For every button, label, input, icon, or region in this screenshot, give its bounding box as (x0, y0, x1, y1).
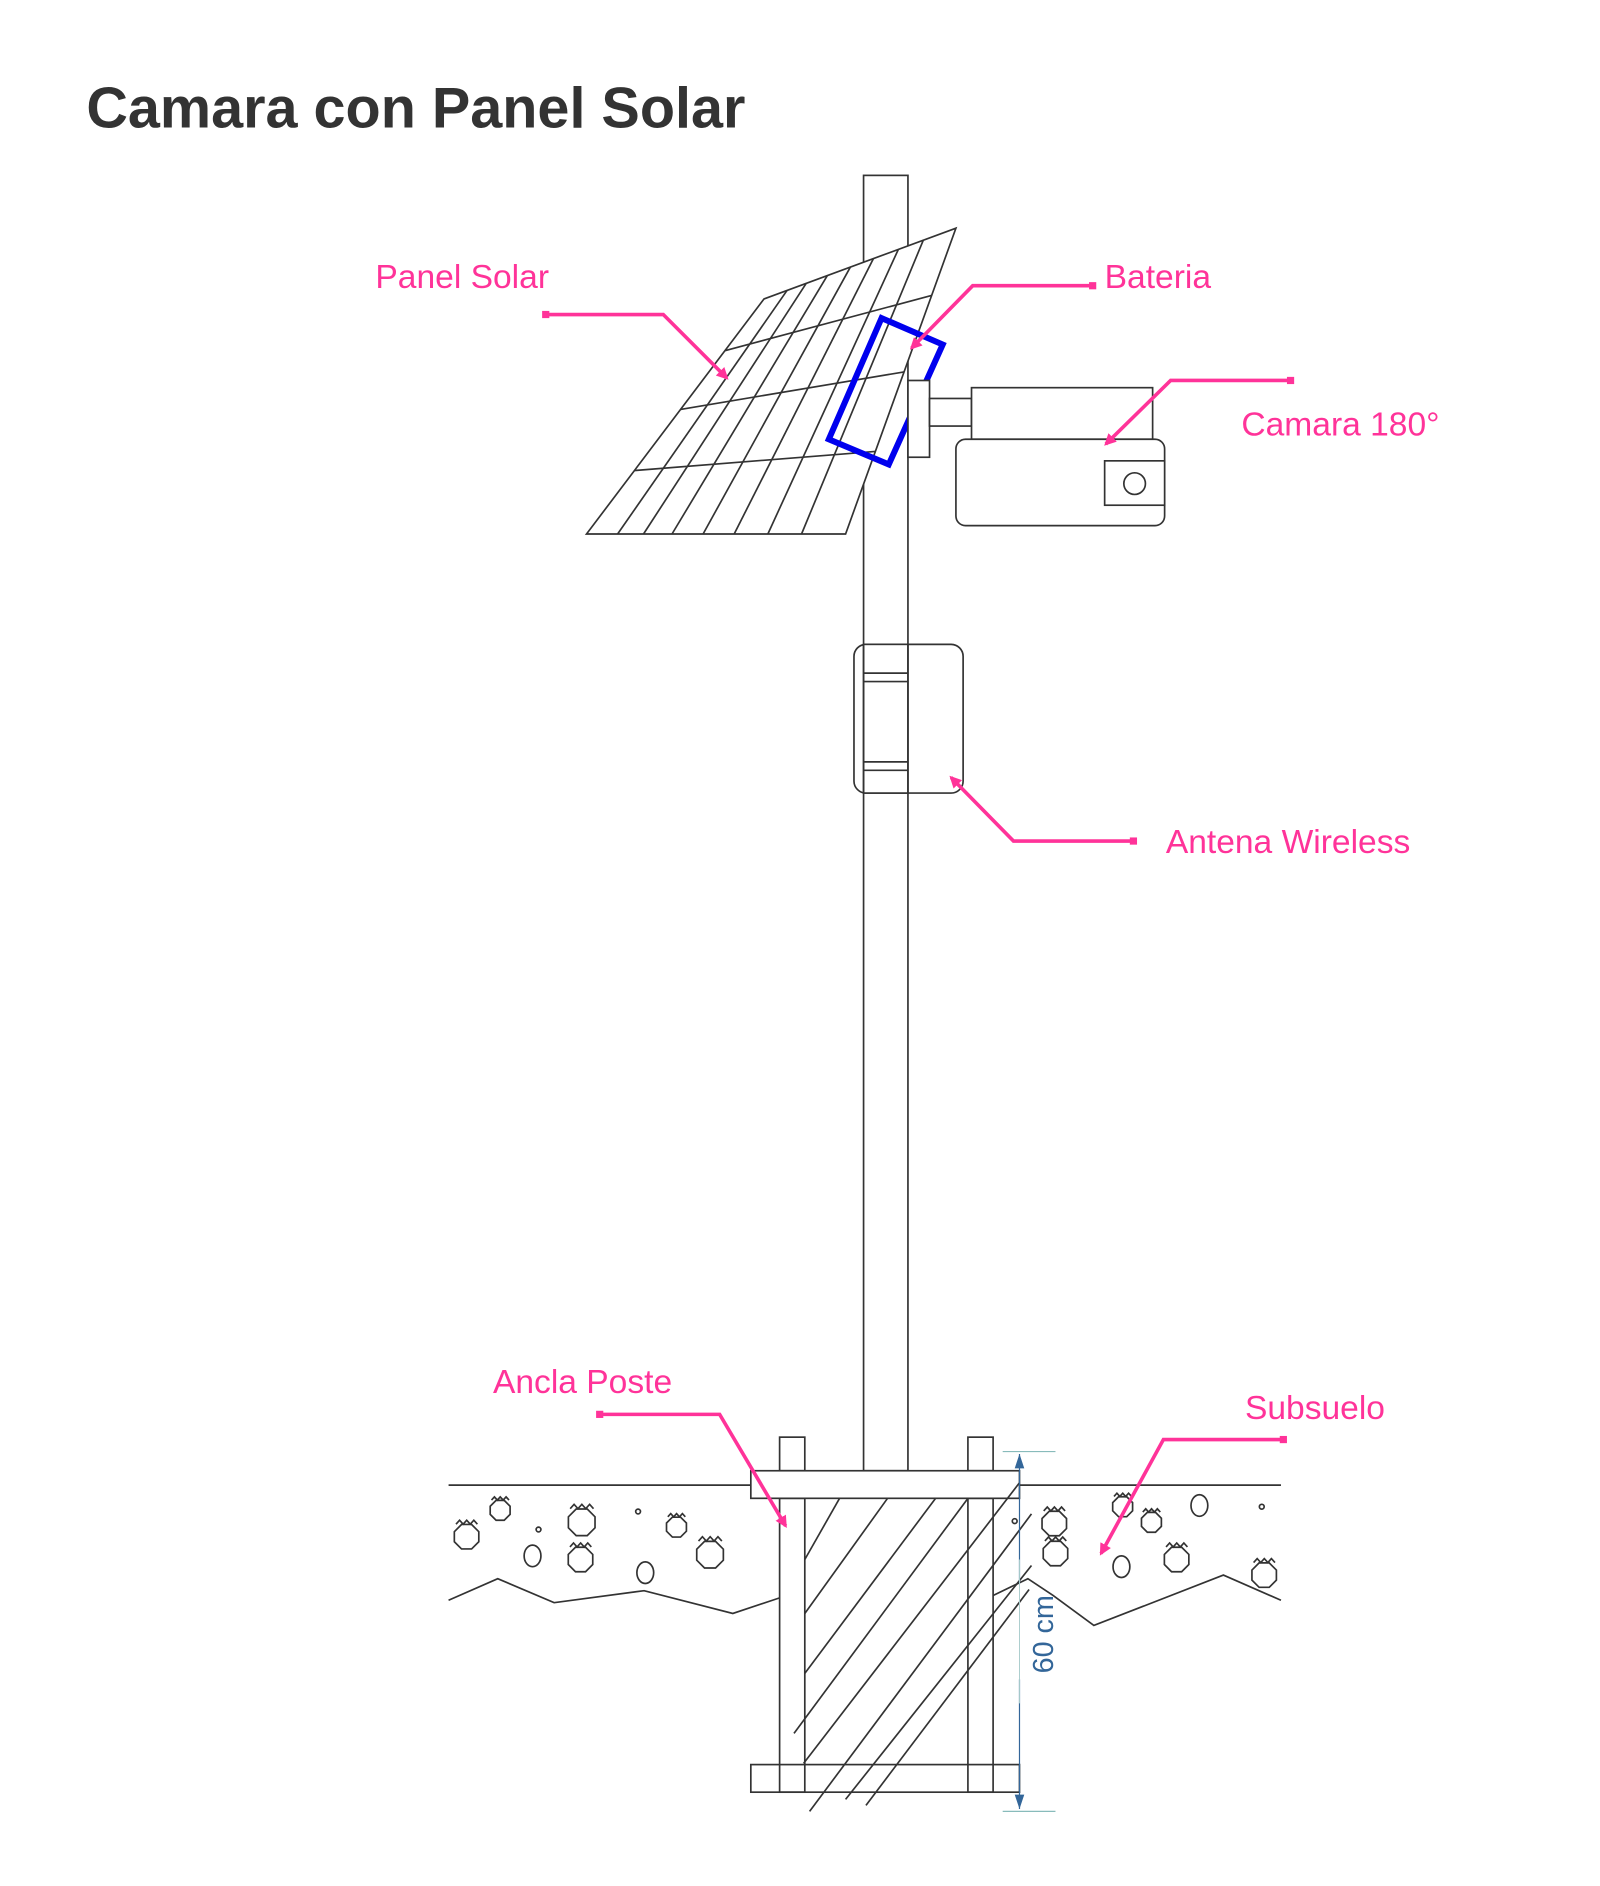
stone (1163, 1546, 1190, 1573)
pebble (636, 1561, 655, 1585)
label-subsuelo: Subsuelo (1245, 1390, 1385, 1427)
label-antena: Antena Wireless (1166, 824, 1410, 861)
ground (448, 1484, 1282, 1627)
panel-cell-line (671, 275, 829, 535)
page-title: Camara con Panel Solar (86, 76, 745, 140)
pebble (1112, 1555, 1131, 1579)
concrete-hatch (804, 1497, 937, 1674)
depth-label: 60 cm (1028, 1595, 1060, 1673)
stone (1140, 1511, 1163, 1534)
panel-cell-line (642, 282, 807, 535)
callout-ancla: Ancla Poste (493, 1364, 788, 1528)
panel-cell-line (767, 249, 900, 535)
stone (1042, 1540, 1069, 1567)
panel-cell-line (724, 294, 932, 352)
pebble (1190, 1493, 1209, 1518)
panel-cell-line (616, 289, 788, 535)
concrete-hatch (804, 1497, 889, 1614)
concrete-hatch (804, 1497, 841, 1560)
callout-antena: Antena Wireless (949, 775, 1410, 861)
camera-lens-housing (1103, 460, 1166, 507)
panel-cell-line (733, 258, 875, 535)
stone (567, 1546, 594, 1573)
label-camara: Camara 180° (1241, 407, 1439, 444)
concrete-hatch (844, 1564, 1033, 1800)
stone (489, 1499, 511, 1522)
panel-cell-line (800, 239, 925, 535)
pebble (634, 1508, 642, 1515)
callout-panel-solar: Panel Solar (375, 259, 729, 380)
concrete-hatch (793, 1497, 969, 1734)
pebble (535, 1526, 542, 1533)
stone (1041, 1510, 1068, 1537)
stone (1251, 1562, 1278, 1589)
concrete-hatch (865, 1588, 1030, 1806)
stone (453, 1523, 480, 1550)
label-ancla: Ancla Poste (493, 1364, 672, 1401)
stone (567, 1508, 596, 1537)
callout-subsuelo: Subsuelo (1099, 1390, 1385, 1556)
panel-cell-line (702, 266, 852, 535)
label-panel-solar: Panel Solar (375, 259, 549, 296)
stone (695, 1540, 725, 1569)
stone (665, 1516, 688, 1538)
post-anchor (749, 1436, 1033, 1812)
depth-dimension: 60 cm (1002, 1450, 1060, 1812)
pebble (523, 1544, 542, 1568)
panel-cell-line (634, 450, 876, 472)
panel-cell-line (680, 371, 905, 411)
callout-bateria: Bateria (909, 259, 1212, 350)
wireless-antenna (853, 643, 964, 794)
solar-panel (584, 226, 958, 535)
concrete-hatch (808, 1513, 1033, 1812)
concrete-hatch (802, 1482, 1021, 1764)
callout-camara: Camara 180° (1104, 376, 1440, 446)
camera-lens (1122, 471, 1147, 496)
pebble (1258, 1503, 1266, 1510)
pebble (1011, 1517, 1018, 1525)
label-bateria: Bateria (1105, 259, 1212, 296)
camera (907, 379, 1166, 527)
